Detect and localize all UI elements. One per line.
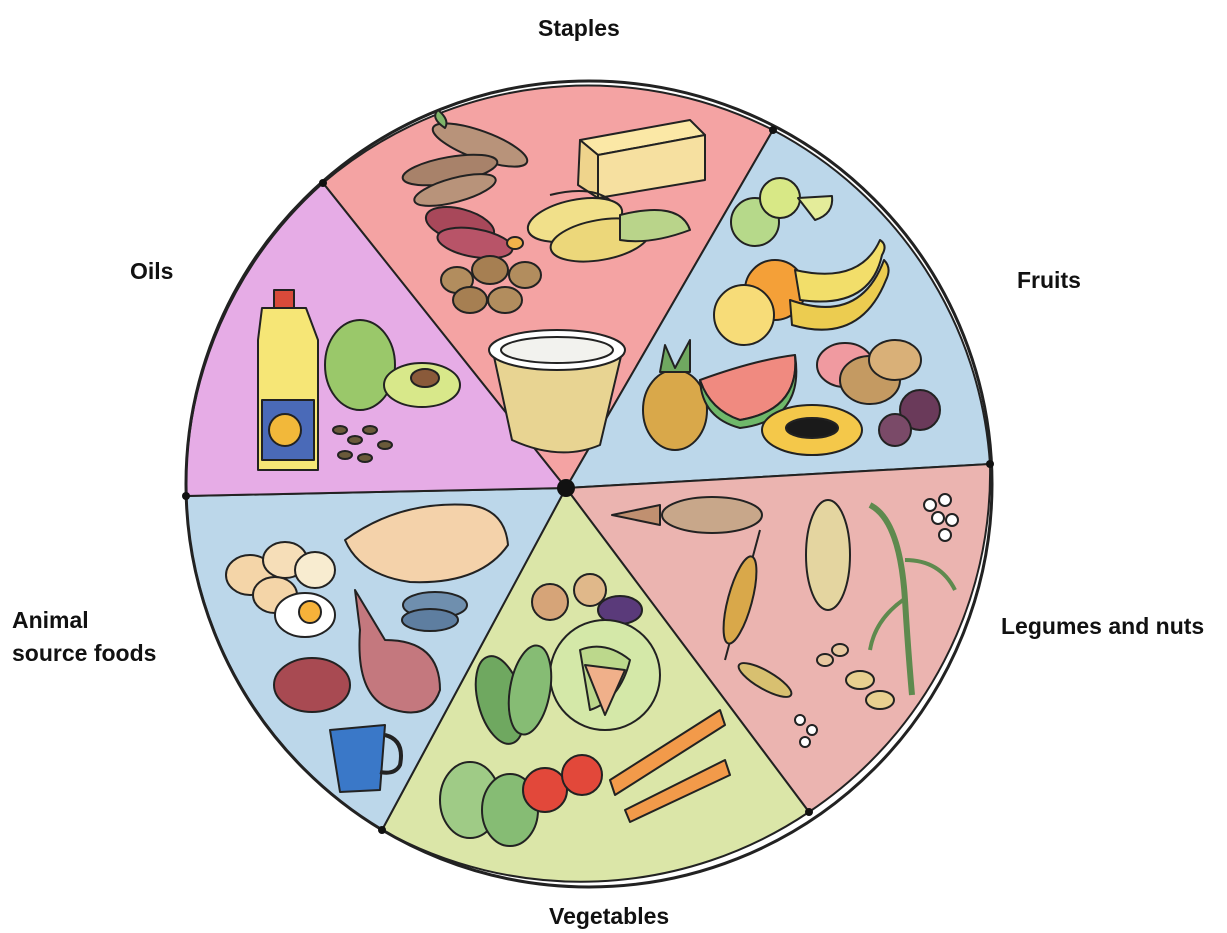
animal-label-line1: Animal — [12, 604, 156, 637]
fruits-label: Fruits — [1017, 264, 1081, 297]
vegetables-label: Vegetables — [549, 900, 669, 933]
fried-egg-icon — [275, 593, 335, 637]
animal-source-foods-label: Animal source foods — [12, 604, 156, 671]
rim-dot — [769, 126, 777, 134]
rim-dot — [319, 179, 327, 187]
oils-label: Oils — [130, 255, 173, 288]
oil-bottle-icon — [258, 290, 318, 470]
steak-icon — [274, 658, 350, 712]
papaya-icon — [762, 405, 862, 455]
center-dot — [557, 479, 575, 497]
legumes-and-nuts-label: Legumes and nuts — [1001, 610, 1204, 643]
rim-dot — [378, 826, 386, 834]
sorghum-icon — [806, 500, 850, 610]
rim-dot — [182, 492, 190, 500]
animal-label-line2: source foods — [12, 637, 156, 670]
rim-dot — [986, 460, 994, 468]
rim-dot — [805, 808, 813, 816]
staples-label: Staples — [538, 12, 620, 45]
